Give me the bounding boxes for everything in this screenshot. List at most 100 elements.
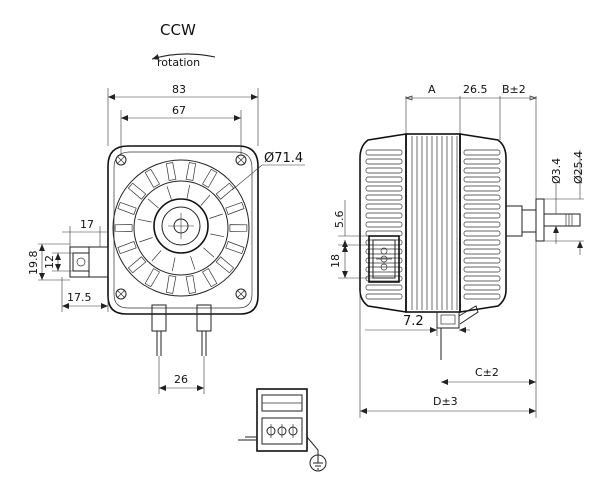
fin [225, 241, 245, 255]
dim-26-label: 26 [174, 373, 188, 386]
side-fin [463, 194, 501, 201]
inner-slot [200, 194, 211, 206]
shaft-assembly [506, 198, 581, 242]
side-fin [365, 203, 403, 210]
rotation-direction-label: CCW [160, 21, 196, 39]
dim-83-label: 83 [172, 83, 186, 96]
dim-c-label: C±2 [475, 366, 499, 379]
side-fin [365, 221, 403, 228]
fin [144, 268, 160, 288]
side-fin [463, 185, 501, 192]
fin [144, 168, 160, 188]
side-fins-right [463, 149, 501, 300]
dim-bracket-height: 19.8 [27, 243, 70, 281]
side-fin [365, 158, 403, 165]
inner-slot [171, 257, 176, 272]
dim-d: D±3 [359, 290, 536, 418]
inner-slot [151, 250, 162, 262]
inner-slot [137, 218, 152, 223]
side-fin [463, 176, 501, 183]
side-fins-left [365, 149, 403, 300]
inner-slot [209, 213, 223, 219]
side-fin [463, 239, 501, 246]
dim-7-2-label: 7.2 [403, 314, 424, 329]
hub-outer [153, 198, 209, 254]
fin [185, 275, 197, 294]
dim-67-label: 67 [172, 104, 186, 117]
fin [185, 162, 197, 181]
side-housing-right [459, 133, 507, 313]
dim-18: 18 [329, 244, 373, 279]
side-fin [365, 248, 403, 255]
inner-slot [166, 186, 172, 200]
rotation-label: rotation [157, 56, 200, 69]
fin-ring-inner [133, 180, 229, 276]
hub-mid [161, 206, 201, 246]
ground-icon [309, 454, 327, 472]
side-fin [463, 284, 501, 291]
fin [165, 275, 177, 294]
inner-slot [139, 237, 153, 243]
side-fin [365, 185, 403, 192]
front-terminal-bracket [69, 246, 109, 278]
fin [225, 201, 245, 215]
side-fin [463, 248, 501, 255]
dim-5-6: 5.6 [333, 200, 369, 252]
side-fin [463, 212, 501, 219]
front-housing-outline [107, 145, 259, 315]
side-fin [365, 257, 403, 264]
front-view: 83 67 Ø71.4 17 19.8 [27, 83, 305, 394]
dim-top-side: A 26.5 B±2 [404, 83, 538, 199]
dim-bracket-inner: 12 [43, 252, 73, 272]
dim-shaft-diameter-label: Ø3.4 [550, 158, 563, 184]
dim-26-5-label: 26.5 [463, 83, 488, 96]
side-fin [463, 203, 501, 210]
rotation-indicator: CCW rotation [151, 21, 216, 69]
side-fin [365, 176, 403, 183]
side-fin [463, 221, 501, 228]
side-fin [463, 230, 501, 237]
fin [215, 182, 235, 200]
dim-5-6-label: 5.6 [333, 211, 346, 229]
side-bottom-connector [436, 305, 479, 360]
side-fin [463, 293, 501, 300]
side-fin [365, 284, 403, 291]
side-fin [463, 266, 501, 273]
front-terminals [151, 304, 212, 356]
side-fin [365, 212, 403, 219]
side-fin [365, 293, 403, 300]
side-fin [365, 149, 403, 156]
side-fin [365, 239, 403, 246]
dim-b-label: B±2 [502, 83, 526, 96]
dim-c: C±2 [441, 241, 537, 418]
side-fin [463, 275, 501, 282]
fin [215, 256, 235, 274]
dim-17-5-label: 17.5 [67, 291, 92, 304]
inner-slot [147, 198, 159, 209]
side-terminal-block [368, 235, 400, 283]
side-fin [365, 194, 403, 201]
inner-slot [186, 184, 191, 199]
fin [202, 268, 218, 288]
side-fin [463, 257, 501, 264]
inner-slot [190, 256, 196, 270]
dim-bracket-offset: 17.5 [61, 277, 109, 312]
fin-ring-outer [112, 159, 250, 297]
dim-shaft-side: Ø3.4 Ø25.4 [544, 150, 585, 255]
fin [229, 224, 248, 232]
side-fin [463, 167, 501, 174]
side-fin [365, 167, 403, 174]
connector-detail [238, 388, 327, 472]
corner-screws [115, 154, 247, 300]
dim-diameter: Ø71.4 [231, 151, 305, 191]
connector-pins [266, 424, 298, 438]
fin [127, 182, 147, 200]
fin [202, 168, 218, 188]
dim-width-inner: 67 [120, 104, 242, 155]
stator-laminations [411, 136, 458, 310]
side-fin [365, 266, 403, 273]
fin [117, 201, 137, 215]
dim-diameter-label: Ø71.4 [264, 151, 303, 166]
side-fin [463, 158, 501, 165]
